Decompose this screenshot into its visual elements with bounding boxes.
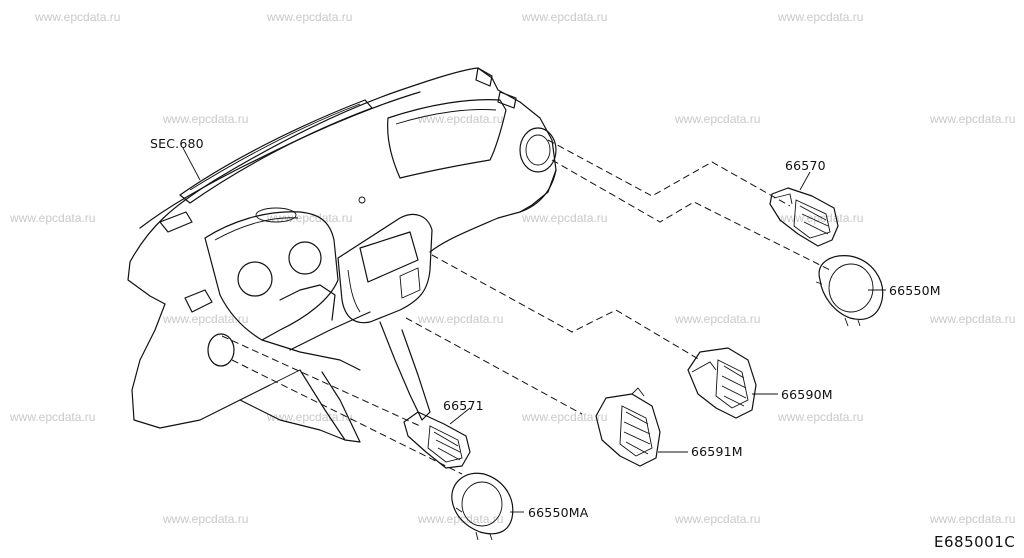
instrument-panel (127, 67, 557, 443)
watermark: www.epcdata.ru (930, 112, 1016, 126)
part-66591M-vent (595, 387, 661, 467)
watermark: www.epcdata.ru (10, 211, 96, 225)
watermark: www.epcdata.ru (10, 410, 96, 424)
part-66550MA-bezel (451, 472, 514, 541)
watermark: www.epcdata.ru (522, 410, 608, 424)
part-number-66571[interactable]: 66571 (443, 398, 484, 413)
watermark: www.epcdata.ru (522, 211, 608, 225)
part-66570-vent (769, 187, 839, 247)
assembly-guide-lines (221, 139, 831, 475)
watermark: www.epcdata.ru (675, 512, 761, 526)
watermark: www.epcdata.ru (418, 112, 504, 126)
part-66590M-vent (687, 347, 757, 419)
leader-lines (182, 147, 886, 513)
watermark: www.epcdata.ru (267, 211, 353, 225)
watermark: www.epcdata.ru (778, 211, 864, 225)
watermark: www.epcdata.ru (675, 312, 761, 326)
watermark: www.epcdata.ru (35, 10, 121, 24)
watermark: www.epcdata.ru (267, 410, 353, 424)
part-number-66591M[interactable]: 66591M (691, 444, 743, 459)
watermark: www.epcdata.ru (163, 512, 249, 526)
watermark: www.epcdata.ru (522, 10, 608, 24)
part-66550M-bezel (815, 255, 884, 327)
watermark: www.epcdata.ru (930, 512, 1016, 526)
watermark: www.epcdata.ru (778, 410, 864, 424)
part-66571-vent (403, 411, 471, 469)
section-reference-label[interactable]: SEC.680 (150, 136, 204, 151)
part-number-66590M[interactable]: 66590M (781, 387, 833, 402)
watermark: www.epcdata.ru (418, 312, 504, 326)
watermark: www.epcdata.ru (163, 112, 249, 126)
watermark: www.epcdata.ru (778, 10, 864, 24)
watermark: www.epcdata.ru (930, 312, 1016, 326)
watermark: www.epcdata.ru (675, 112, 761, 126)
part-number-66570[interactable]: 66570 (785, 158, 826, 173)
figure-id: E685001C (934, 533, 1016, 551)
watermark: www.epcdata.ru (163, 312, 249, 326)
part-number-66550M[interactable]: 66550M (889, 283, 941, 298)
watermark: www.epcdata.ru (267, 10, 353, 24)
part-number-66550MA[interactable]: 66550MA (528, 505, 589, 520)
